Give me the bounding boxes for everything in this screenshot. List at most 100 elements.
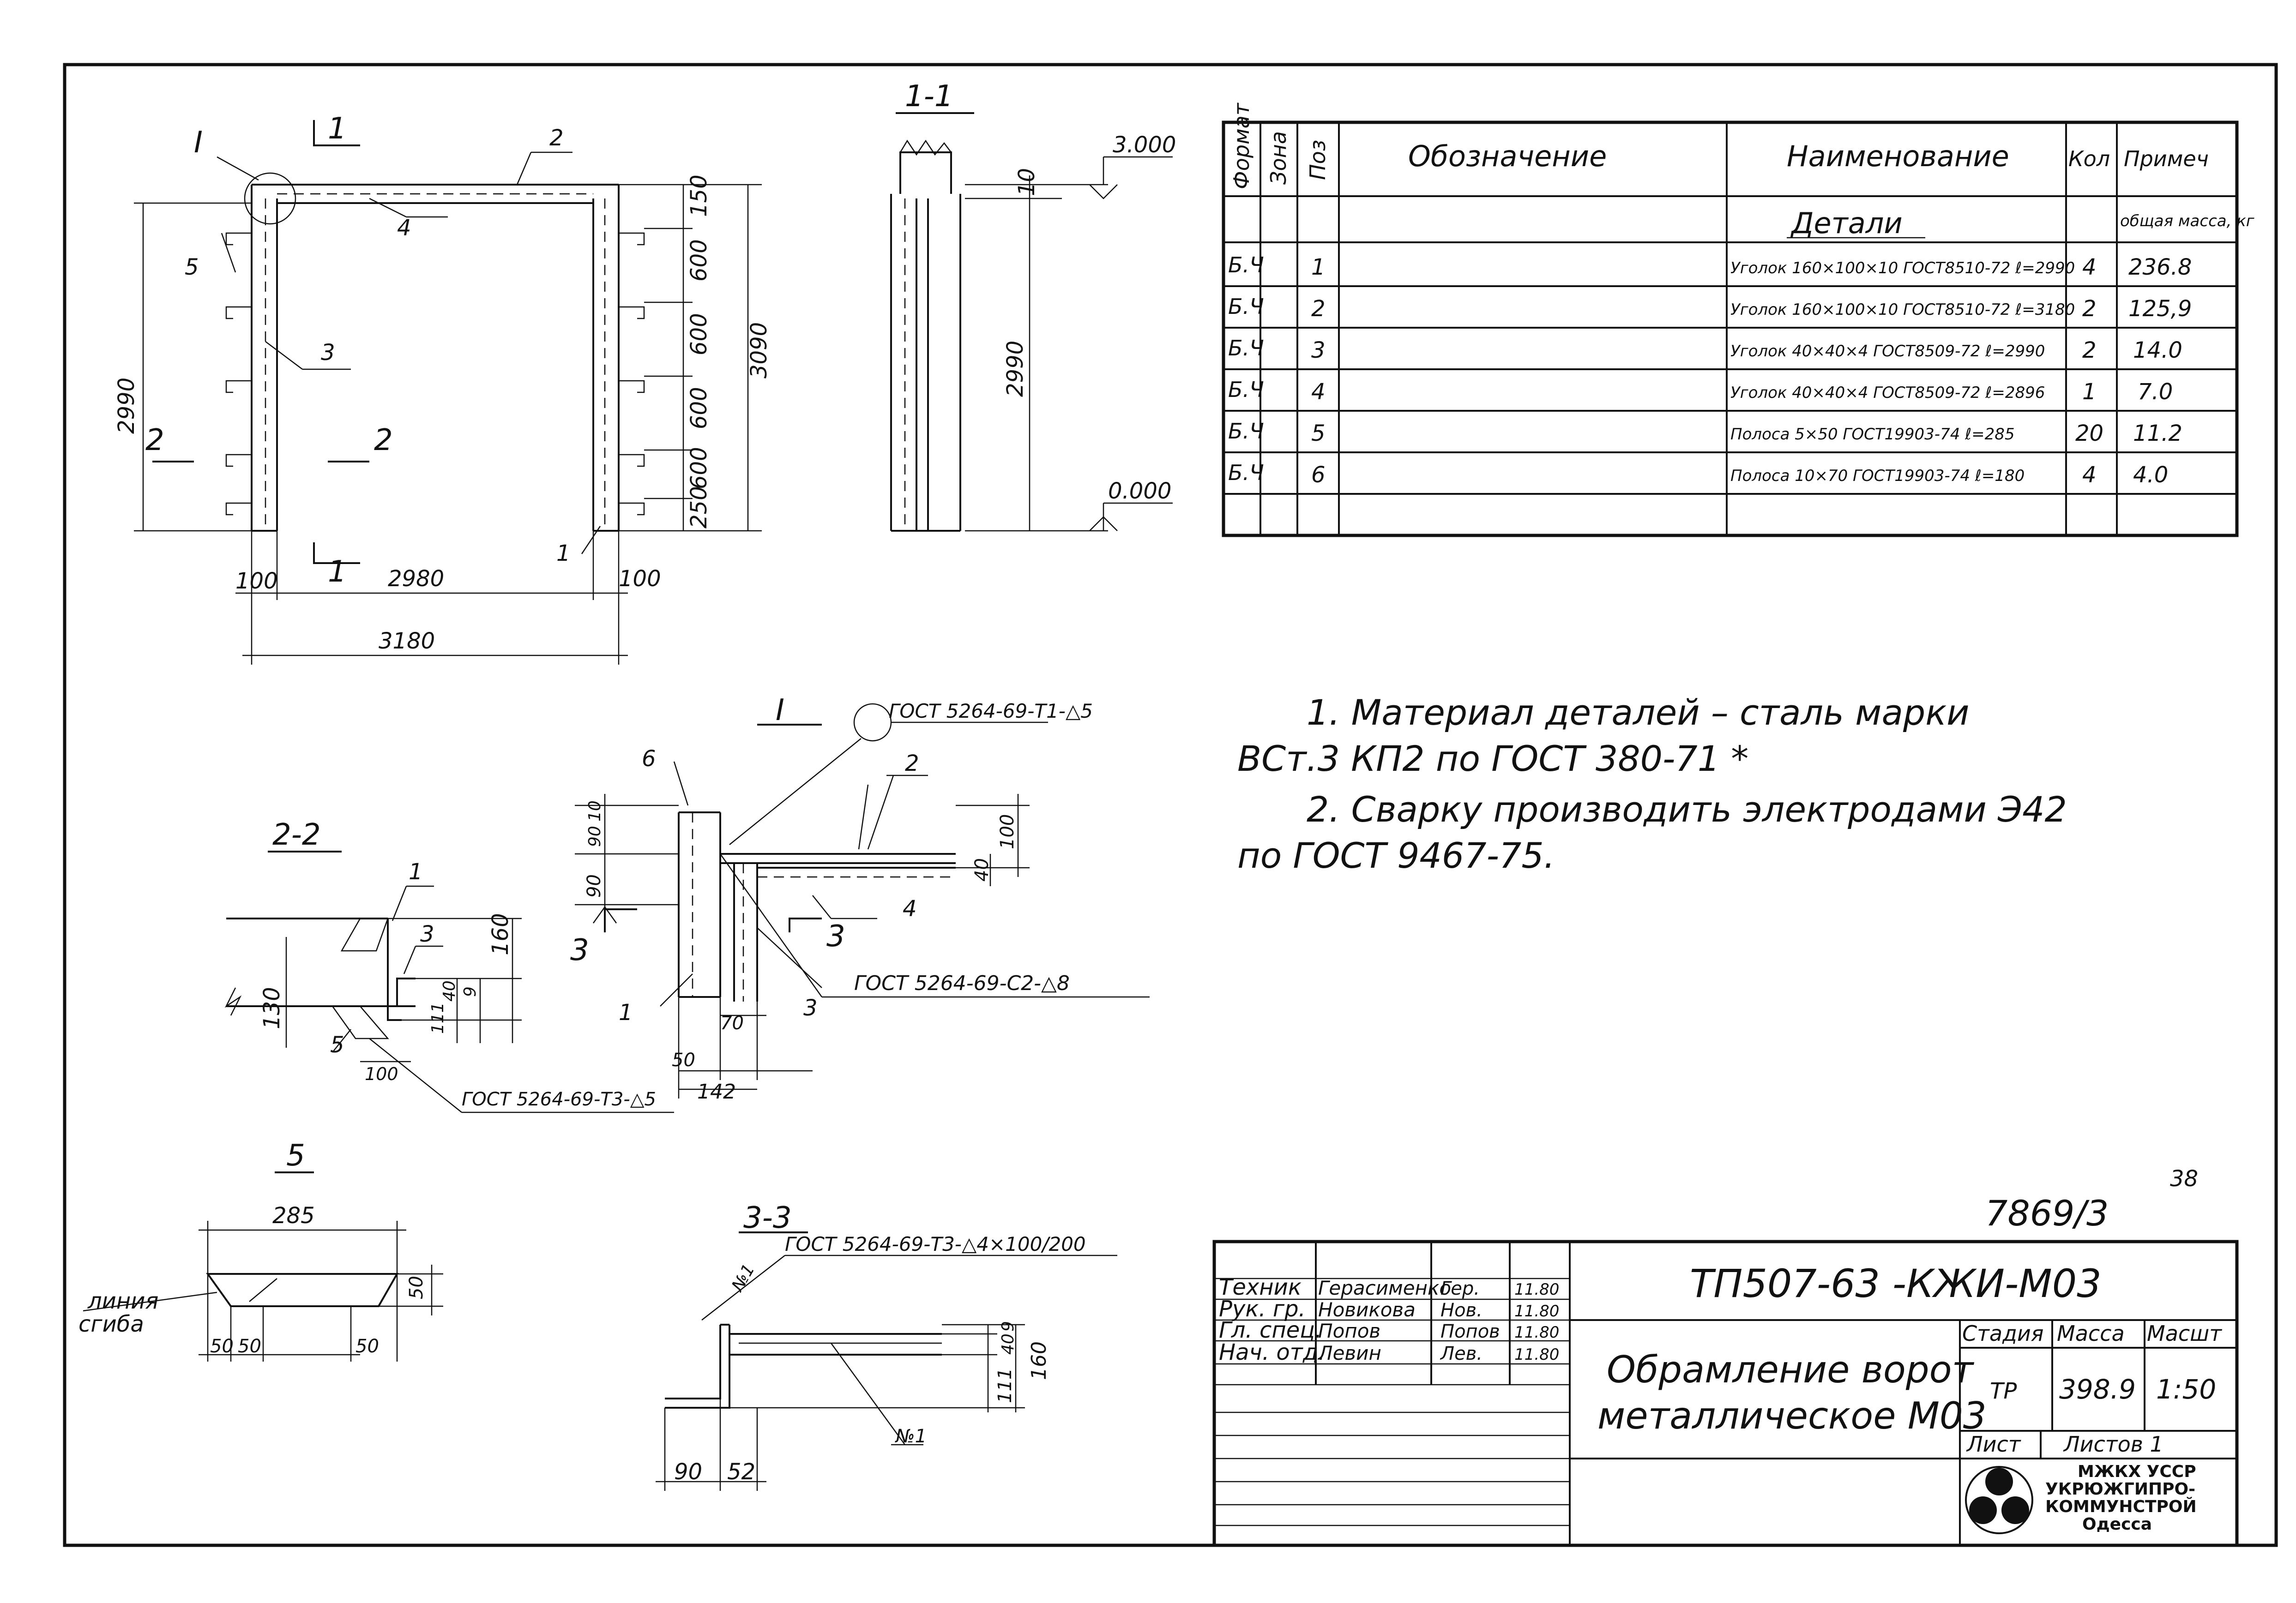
staff-date-4: 11.80 [1514,1345,1559,1364]
col-header-note: Примеч [2124,146,2209,171]
section-mark-1-bottom: 1 [328,555,347,589]
cell-name: Полоса 5×50 ГОСТ19903-74 ℓ=285 [1730,425,2015,444]
staff-role-1: Техник [1219,1274,1302,1300]
col-header-format: Формат [1229,102,1254,189]
staff-sign-3: Попов [1440,1321,1500,1342]
staff-date-3: 11.80 [1514,1323,1559,1342]
scale-label: Масшт [2147,1321,2222,1346]
cell-pos: 5 [1311,420,1326,446]
table-row: Б.Ч 2 Уголок 160×100×10 ГОСТ8510-72 ℓ=31… [1228,294,2192,322]
pos-label-3: 3 [803,995,818,1021]
sheet-border [63,63,2278,1547]
table-row: Б.Ч 1 Уголок 160×100×10 ГОСТ8510-72 ℓ=29… [1228,252,2192,280]
dim-600-a: 600 [686,239,712,282]
detail-5-title: 5 [286,1139,305,1173]
table-row: Б.Ч 4 Уголок 40×40×4 ГОСТ8509-72 ℓ=2896 … [1228,377,2173,405]
col-header-name: Наименование [1787,139,2009,173]
organization-logo [1965,1466,2033,1534]
stage-label: Стадия [1962,1321,2043,1346]
pos-label-3: 3 [420,921,434,947]
table-row: Б.Ч 5 Полоса 5×50 ГОСТ19903-74 ℓ=285 20 … [1228,419,2182,446]
staff-sign-1: Гер. [1440,1278,1480,1299]
pos-label-4: 4 [397,215,411,241]
staff-date-1: 11.80 [1514,1280,1559,1299]
cell-pos: 4 [1311,379,1326,405]
cell-note: 14.0 [2133,337,2182,363]
dim-150: 150 [686,174,712,217]
pos-label-1: 1 [619,1000,633,1026]
dim-130: 130 [259,987,285,1029]
cell-pos: 6 [1311,462,1326,488]
sheet-number: 38 [2170,1166,2198,1192]
cell-format: Б.Ч [1228,336,1264,360]
staff-sign-4: Лев. [1440,1343,1482,1364]
cell-format: Б.Ч [1228,377,1264,402]
note-line-4: по ГОСТ 9467-75. [1237,835,1555,876]
bend-line-label-1: линия [87,1288,158,1314]
general-notes: 1. Материал деталей – сталь марки ВСт.3 … [1237,692,2067,876]
section-mark-2-right: 2 [374,423,393,457]
dim-142: 142 [697,1080,736,1104]
scale-value: 1:50 [2156,1374,2216,1405]
cell-qty: 2 [2082,337,2097,363]
drawing-title-line-1: Обрамление ворот [1607,1348,1975,1391]
dim-50-a: 50 [210,1336,234,1357]
cell-format: Б.Ч [1228,294,1264,319]
cut-mark-3-left: 3 [570,933,589,967]
section-3-3-title: 3-3 [743,1201,792,1235]
cell-name: Уголок 40×40×4 ГОСТ8509-72 ℓ=2990 [1730,342,2045,360]
cell-format: Б.Ч [1228,419,1264,444]
dim-40: 40 [440,980,459,1002]
dim-100-right: 100 [619,566,661,592]
drawing-title-line-2: металлическое М03 [1597,1394,1987,1437]
dim-90-a: 90 [585,826,604,847]
dim-9: 9 [461,986,480,997]
cell-name: Уголок 160×100×10 ГОСТ8510-72 ℓ=3180 [1730,300,2075,319]
org-line-3: КОММУНСТРОЙ [2045,1497,2197,1516]
dim-90: 90 [674,1459,702,1485]
dim-3090: 3090 [746,322,772,378]
cell-name: Полоса 10×70 ГОСТ19903-74 ℓ=180 [1730,467,2025,485]
dim-10: 10 [585,800,604,822]
section-mark-1-top: 1 [328,112,347,146]
sheet-label: Лист [1966,1432,2021,1457]
dim-10-s1: 10 [1014,168,1040,196]
section-1-1: 1-1 3.000 0.000 2990 10 [890,79,1176,532]
pos-label-5: 5 [330,1032,344,1058]
staff-role-4: Нач. отд. [1219,1339,1325,1365]
cell-note: 11.2 [2133,420,2182,446]
col-header-pos: Поз [1305,140,1330,180]
dim-100: 100 [365,1064,398,1084]
dim-100-left: 100 [235,568,278,594]
dim-111: 111 [994,1368,1016,1403]
dim-160: 160 [488,913,513,955]
dim-70: 70 [720,1013,744,1034]
staff-sign-2: Нов. [1440,1300,1482,1321]
col-header-note-sub: общая масса, кг [2120,212,2255,230]
col-header-qty: Кол [2068,146,2110,171]
note-line-1: 1. Материал деталей – сталь марки [1307,692,1970,733]
table-row: Б.Ч 6 Полоса 10×70 ГОСТ19903-74 ℓ=180 4 … [1228,460,2168,488]
org-line-2: УКРЮЖГИПРО- [2045,1480,2195,1499]
weld-spec-top: ГОСТ 5264-69-Т1-△5 [889,700,1093,722]
dim-50-c: 50 [356,1336,379,1357]
section-2-2: 2-2 1 [224,818,674,1113]
cell-qty: 1 [2082,379,2097,405]
cell-name: Уголок 40×40×4 ГОСТ8509-72 ℓ=2896 [1730,384,2045,402]
note-line-3: 2. Сварку производить электродами Э42 [1307,789,2067,830]
section-1-1-title: 1-1 [905,79,953,114]
title-block: Техник Герасименко Гер. 11.80 Рук. гр. Н… [1212,1240,2239,1547]
section-2-2-title: 2-2 [272,818,321,852]
weld-spec-3-3: ГОСТ 5264-69-Т3-△4×100/200 [785,1233,1086,1255]
cell-note: 236.8 [2128,254,2192,280]
pos-label-1: 1 [409,859,423,885]
col-header-zone: Зона [1266,131,1291,185]
mark-no1-bottom: №1 [895,1426,927,1447]
dim-250: 250 [686,486,712,528]
pos-label-2: 2 [549,125,564,151]
dim-9: 9 [999,1321,1018,1332]
dim-50: 50 [672,1050,695,1071]
note-line-2: ВСт.3 КП2 по ГОСТ 380-71 * [1237,738,1748,779]
dim-600-c: 600 [686,387,712,429]
cell-note: 125,9 [2128,296,2192,322]
